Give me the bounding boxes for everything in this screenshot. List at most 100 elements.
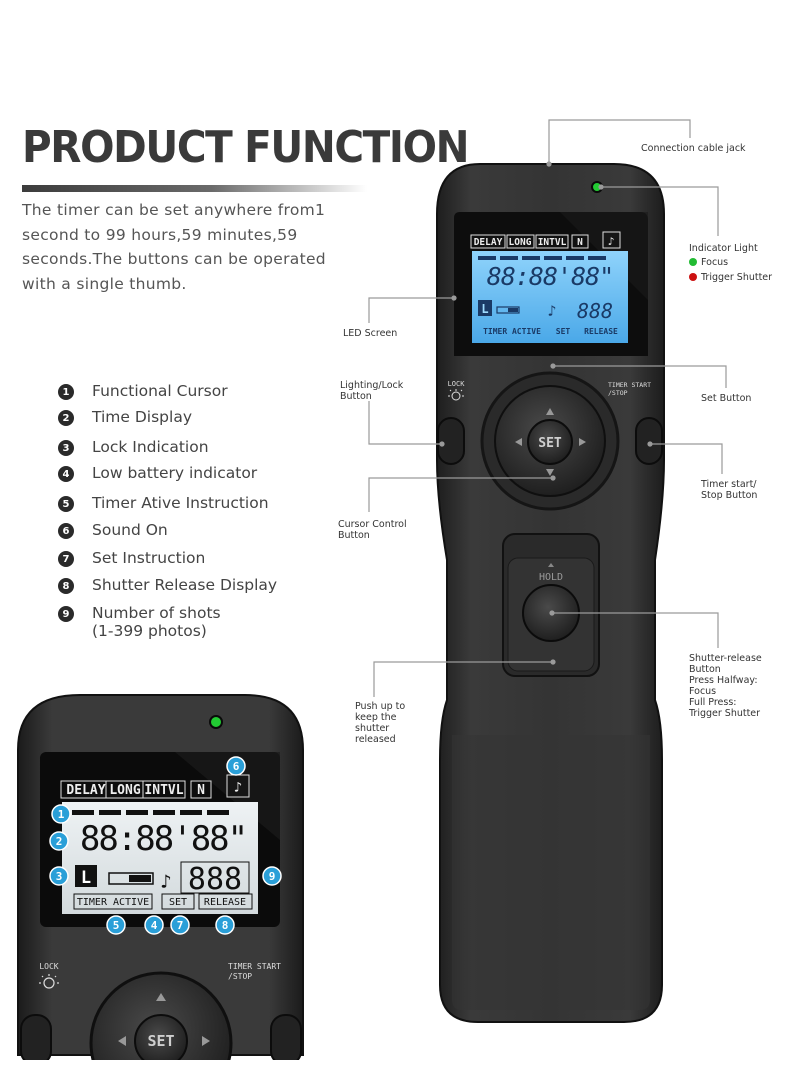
feature-number: 3 (58, 440, 74, 456)
callout-leaders (368, 119, 727, 697)
zoom-timer-stop-label: /STOP (228, 972, 252, 981)
battery-indicator (496, 306, 520, 314)
zoom-release-label: RELEASE (204, 897, 246, 908)
feature-item: 8 Shutter Release Display (58, 576, 277, 594)
callout-trigger: Trigger Shutter (689, 272, 772, 283)
svg-text:6: 6 (233, 760, 240, 773)
sound-icon: ♪ (608, 235, 615, 248)
svg-text:9: 9 (269, 870, 276, 883)
svg-text:2: 2 (56, 835, 63, 848)
timer-start-label: TIMER START (608, 381, 651, 389)
zoom-set-button[interactable] (134, 1014, 188, 1060)
feature-number: 9 (58, 606, 74, 622)
mode-intvl: INTVL (538, 237, 567, 248)
light-icon (448, 389, 464, 401)
zoom-timer-start-label: TIMER START (228, 962, 281, 971)
marker-1 (51, 804, 71, 824)
zoom-sound-icon: ♪ (234, 780, 242, 796)
callout-led-screen: LED Screen (343, 328, 398, 339)
zoom-set-label-button: SET (147, 1032, 174, 1050)
green-dot-icon (689, 258, 697, 266)
lock-label: LOCK (448, 380, 466, 388)
feature-item: 2 Time Display (58, 408, 192, 426)
feature-number: 7 (58, 551, 74, 567)
feature-number: 4 (58, 466, 74, 482)
arrow-down-icon (546, 469, 554, 476)
cursor-bar (478, 256, 606, 260)
svg-text:7: 7 (177, 919, 184, 932)
feature-number: 5 (58, 496, 74, 512)
feature-sublabel: (1-399 photos) (92, 622, 207, 640)
zoom-lighting-lock-button[interactable] (20, 1014, 52, 1060)
release-label: RELEASE (584, 327, 618, 336)
note-icon: ♪ (547, 302, 556, 320)
svg-text:3: 3 (56, 870, 63, 883)
feature-label: Functional Cursor (92, 382, 228, 400)
marker-4 (144, 915, 164, 935)
set-button-label: SET (538, 436, 562, 451)
zoom-timer-active: TIMER ACTIVE (77, 897, 149, 908)
arrow-right-icon (579, 438, 586, 446)
hold-label: HOLD (539, 572, 563, 583)
feature-item: 9 Number of shots(1-399 photos) (58, 604, 221, 640)
set-button[interactable] (527, 419, 573, 465)
callout-indicator-light: Indicator Light (689, 243, 758, 254)
feature-label: Shutter Release Display (92, 576, 278, 594)
callout-set-button: Set Button (701, 393, 752, 404)
svg-text:1: 1 (58, 808, 65, 821)
callout-cable-jack: Connection cable jack (641, 143, 746, 154)
mode-delay: DELAY (474, 237, 503, 248)
zoom-note-icon: ♪ (160, 871, 171, 893)
marker-9 (262, 866, 282, 886)
timer-start-stop-button[interactable] (635, 417, 663, 465)
zoom-indicator-led (209, 715, 223, 729)
feature-number: 2 (58, 410, 74, 426)
lighting-lock-button[interactable] (437, 417, 465, 465)
zoom-lcd (62, 802, 258, 914)
set-label: SET (556, 327, 571, 336)
feature-number: 1 (58, 384, 74, 400)
zoom-arrow-up-icon (156, 993, 166, 1001)
red-dot-icon (689, 273, 697, 281)
feature-number: 8 (58, 578, 74, 594)
zoom-timer-button[interactable] (270, 1014, 302, 1060)
zoom-battery (108, 872, 154, 885)
hold-arrow-icon (548, 563, 554, 567)
feature-number: 6 (58, 523, 74, 539)
lock-indicator (478, 300, 492, 316)
zoom-lock-indicator (75, 865, 97, 887)
zoom-shots-display: 888 (188, 862, 242, 897)
zoom-mode-n: N (197, 783, 205, 798)
title-underline (22, 185, 367, 192)
mode-long: LONG (509, 237, 532, 248)
feature-label: Number of shots (92, 604, 221, 622)
marker-3 (49, 866, 69, 886)
svg-text:5: 5 (113, 919, 120, 932)
feature-label: Time Display (92, 408, 192, 426)
page-title: PRODUCT FUNCTION (22, 122, 470, 173)
callout-timer: Timer start/Stop Button (701, 479, 758, 501)
zoom-mode-long: LONG (109, 783, 140, 798)
zoomed-remote: DELAY LONG INTVL N ♪ 88:88'88" L ♪ 888 T… (17, 694, 304, 1060)
marker-8 (215, 915, 235, 935)
marker-7 (170, 915, 190, 935)
timer-active-label: TIMER ACTIVE (483, 327, 541, 336)
zoom-light-icon (39, 974, 59, 989)
zoom-arrow-right-icon (202, 1036, 210, 1046)
lock-letter: L (481, 302, 488, 316)
svg-text:4: 4 (151, 919, 158, 932)
zoom-cursor-bar (72, 810, 229, 815)
zoom-lock-letter: L (81, 868, 91, 888)
zoom-set-label: SET (169, 897, 187, 908)
time-display: 88:88'88" (487, 262, 613, 291)
zoom-time-display: 88:88'88" (80, 819, 246, 859)
arrow-left-icon (515, 438, 522, 446)
shots-display: 888 (577, 299, 613, 323)
